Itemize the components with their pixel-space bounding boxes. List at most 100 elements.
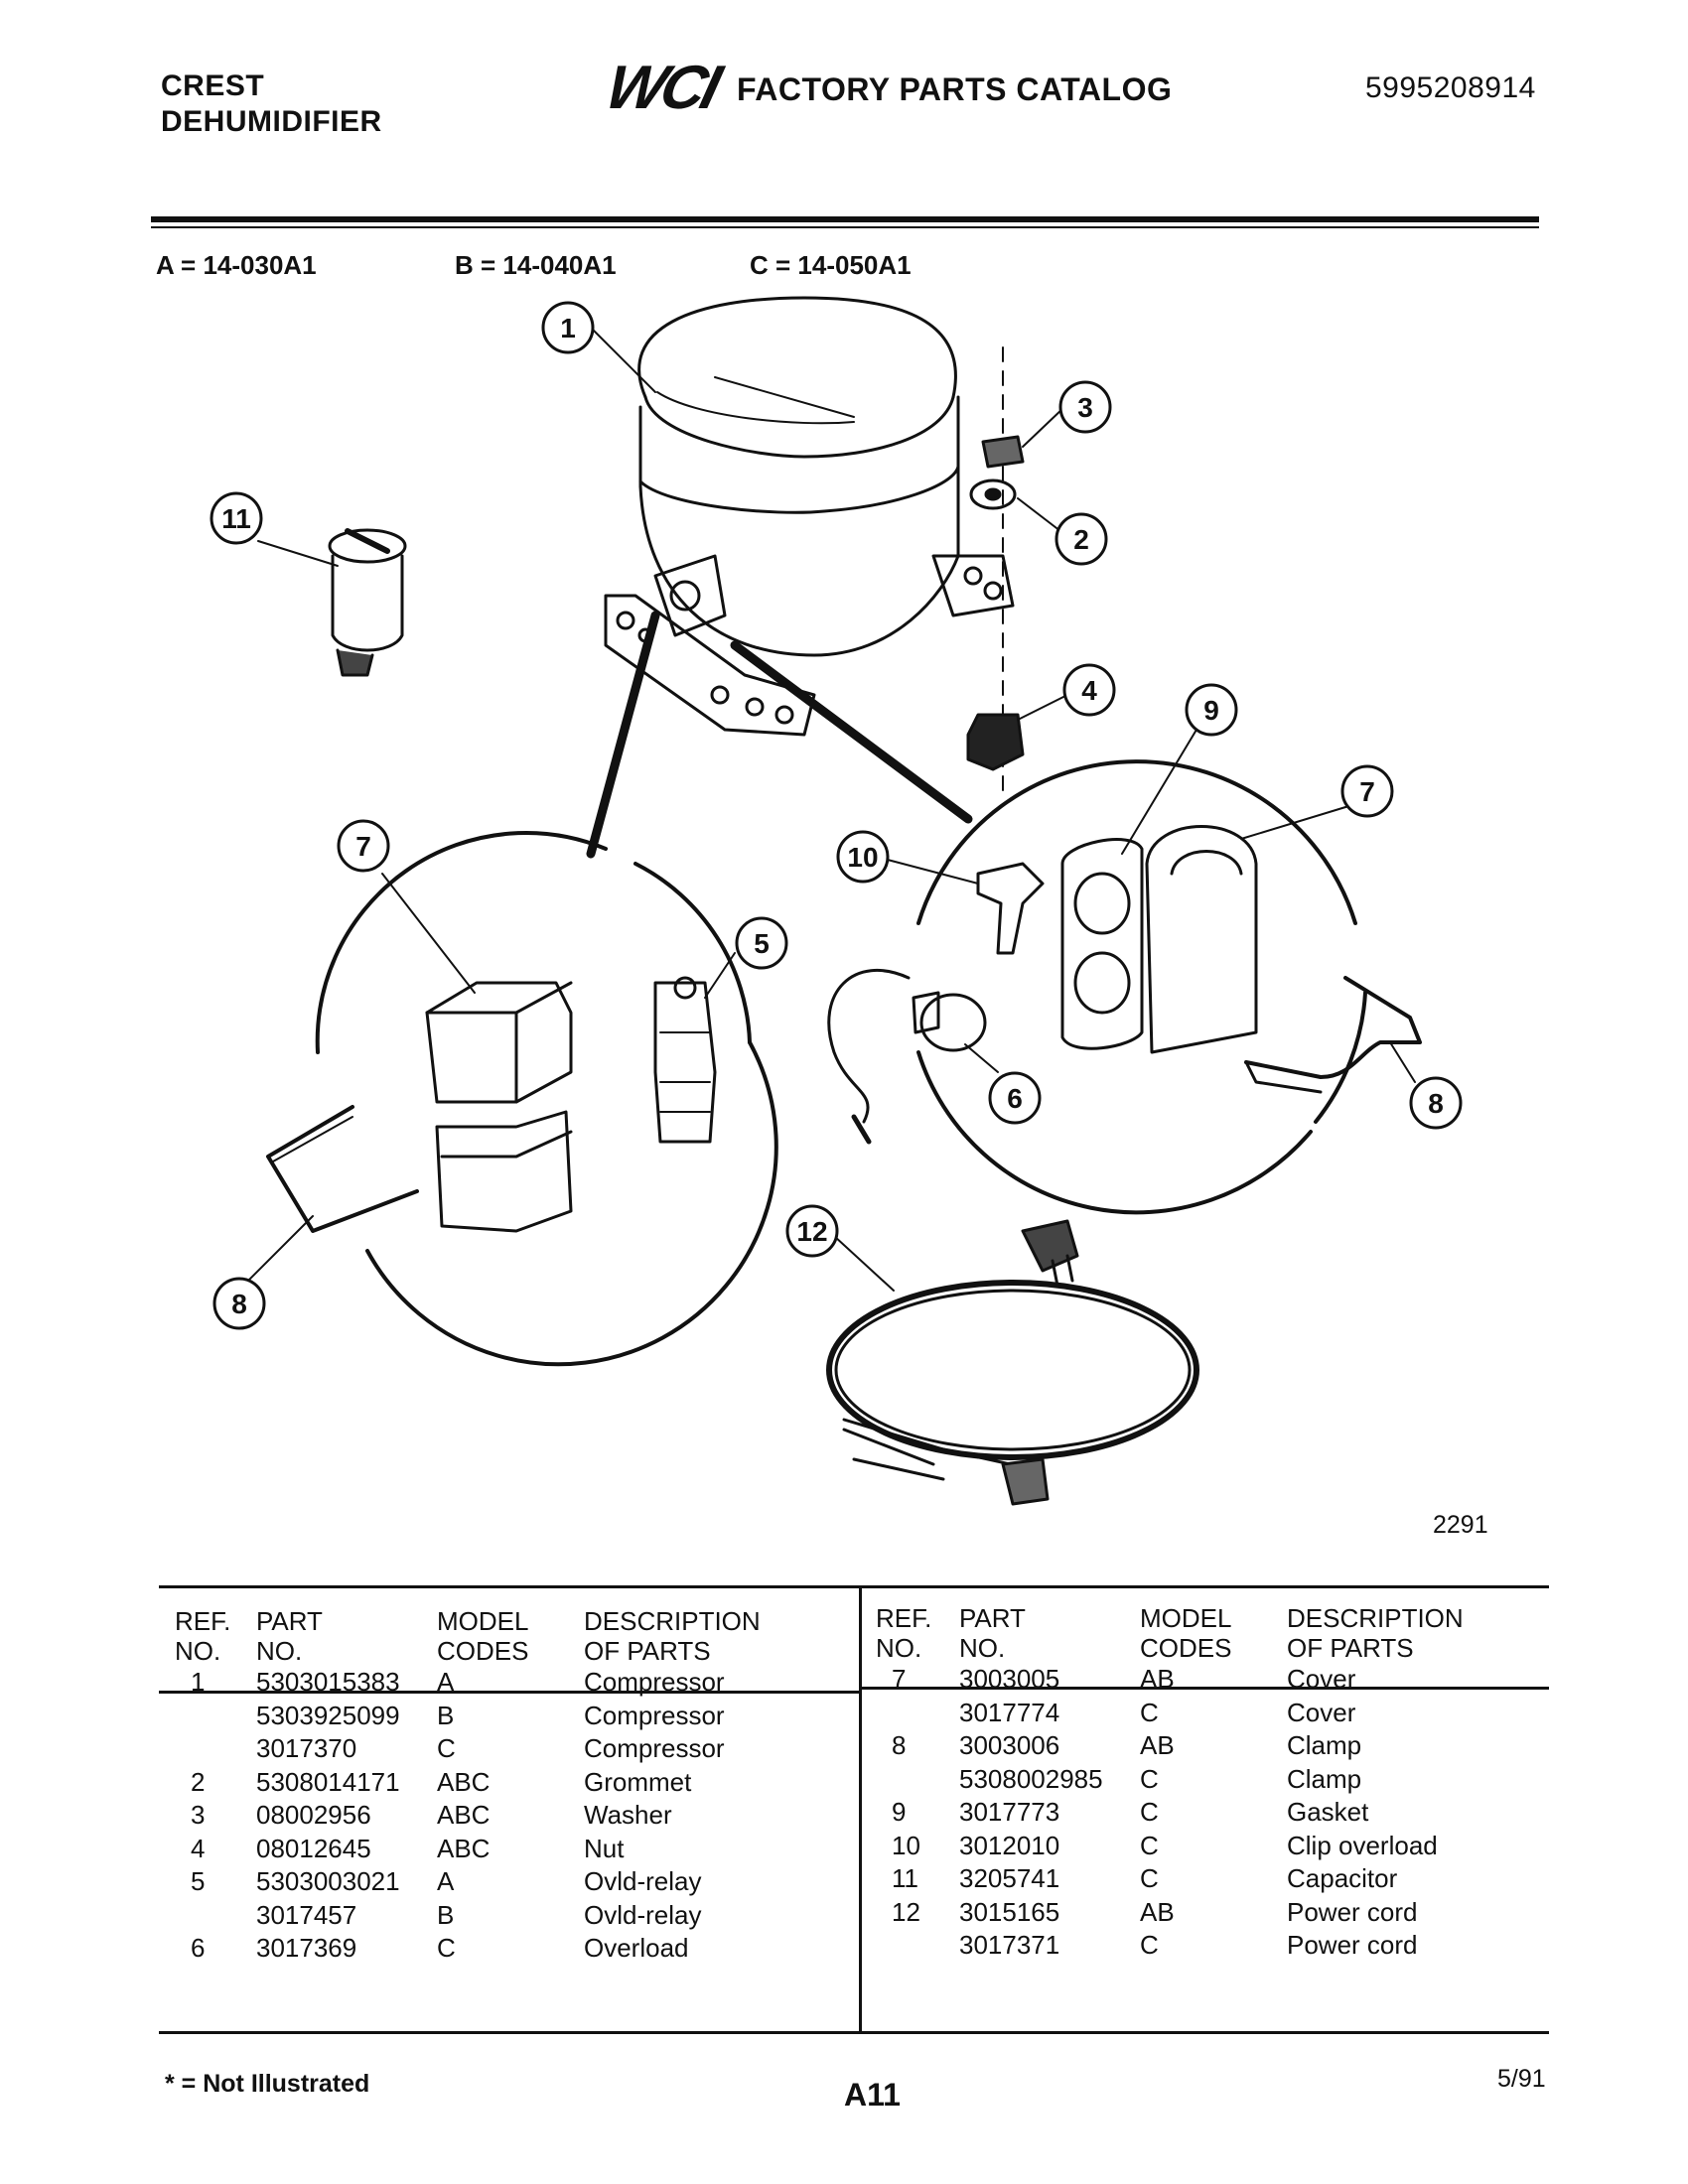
part-description: Grommet (584, 1766, 692, 1797)
model-code: A (437, 1866, 455, 1896)
callout-label: 11 (221, 503, 251, 534)
callout-label: 7 (1359, 776, 1375, 807)
ref-number: 10 (892, 1830, 920, 1860)
model-code: AB (1140, 1896, 1175, 1927)
callout-label: 12 (796, 1216, 827, 1247)
ref-number: 8 (892, 1730, 907, 1760)
table-top-rule (159, 1585, 1549, 1588)
table-row: 10 3012010 C Clip overload (876, 1830, 1535, 1863)
clip-overload-illustration (976, 862, 1045, 955)
callout-label: 9 (1203, 695, 1219, 726)
ref-number: 2 (191, 1766, 206, 1797)
header-divider (151, 216, 1539, 222)
part-description: Gasket (1287, 1797, 1369, 1827)
ref-number: 12 (892, 1896, 920, 1927)
callout-label: 5 (754, 928, 770, 959)
part-description: Clip overload (1287, 1830, 1438, 1860)
model-code: AB (1140, 1730, 1175, 1760)
model-code: C (1140, 1830, 1159, 1860)
callout-label: 1 (560, 313, 576, 343)
part-description: Overload (584, 1933, 689, 1963)
ref-number: 4 (191, 1833, 206, 1863)
model-code: A (437, 1667, 455, 1697)
table-column-divider (859, 1585, 862, 2034)
part-number: 3003006 (959, 1730, 1060, 1760)
catalog-title: FACTORY PARTS CATALOG (737, 71, 1173, 107)
model-code-c: C = 14-050A1 (750, 250, 912, 280)
model-code: B (437, 1700, 455, 1730)
part-description: Ovld-relay (584, 1899, 702, 1930)
callout-label: 8 (231, 1289, 247, 1319)
header-divider-thin (151, 226, 1539, 228)
cover-illustration (1145, 825, 1258, 1054)
part-description: Capacitor (1287, 1863, 1398, 1893)
model-code: C (1140, 1797, 1159, 1827)
part-number: 3017774 (959, 1697, 1060, 1727)
part-description: Nut (584, 1833, 625, 1863)
table-header-rule-left (159, 1691, 860, 1694)
exploded-parts-diagram: 1 2 3 4 5 6 7 7 8 8 9 10 11 12 (210, 296, 1463, 1506)
ref-number: 9 (892, 1797, 907, 1827)
callout-label: 7 (355, 831, 371, 862)
model-code: ABC (437, 1833, 491, 1863)
grommet-illustration (966, 713, 1025, 771)
part-number: 08002956 (256, 1800, 371, 1830)
model-code: C (437, 1933, 456, 1963)
page-number: A11 (844, 2077, 901, 2113)
part-description: Cover (1287, 1697, 1356, 1727)
ref-number (876, 1929, 959, 1963)
ref-number: 3 (191, 1800, 206, 1830)
part-number: 3012010 (959, 1830, 1060, 1860)
part-number: 3017371 (959, 1930, 1060, 1960)
ref-number: 5 (191, 1866, 206, 1896)
washer-illustration (969, 478, 1017, 510)
part-number: 5303003021 (256, 1866, 400, 1896)
callout-label: 6 (1007, 1083, 1023, 1114)
clamp-illustration (266, 1105, 419, 1233)
part-number: 3205741 (959, 1863, 1060, 1893)
ref-number (876, 1763, 959, 1797)
part-description: Compressor (584, 1733, 725, 1763)
ref-no-header: REF.NO. (175, 1606, 231, 1666)
model-code: C (1140, 1697, 1159, 1727)
part-description: Clamp (1287, 1730, 1362, 1760)
capacitor-illustration (328, 528, 407, 677)
ref-number: 11 (892, 1863, 918, 1893)
table-header-rule-right (860, 1687, 1549, 1690)
revision-date: 5/91 (1497, 2065, 1546, 2093)
model-code: ABC (437, 1766, 491, 1797)
part-number: 3017370 (256, 1733, 357, 1763)
table-bottom-rule (159, 2031, 1549, 2034)
part-number: 5303925099 (256, 1700, 400, 1730)
model-code-a: A = 14-030A1 (156, 250, 317, 280)
callout-label: 10 (847, 842, 878, 873)
brand-name: CREST (161, 69, 265, 102)
gasket-illustration (1060, 838, 1144, 1050)
part-number: 5308002985 (959, 1763, 1103, 1794)
callout-label: 3 (1077, 392, 1093, 423)
model-code: B (437, 1899, 455, 1930)
part-description: Compressor (584, 1667, 725, 1697)
model-code: C (1140, 1930, 1159, 1960)
ref-number: 7 (892, 1664, 907, 1694)
ref-number (175, 1732, 256, 1766)
product-type: DEHUMIDIFIER (161, 105, 382, 138)
